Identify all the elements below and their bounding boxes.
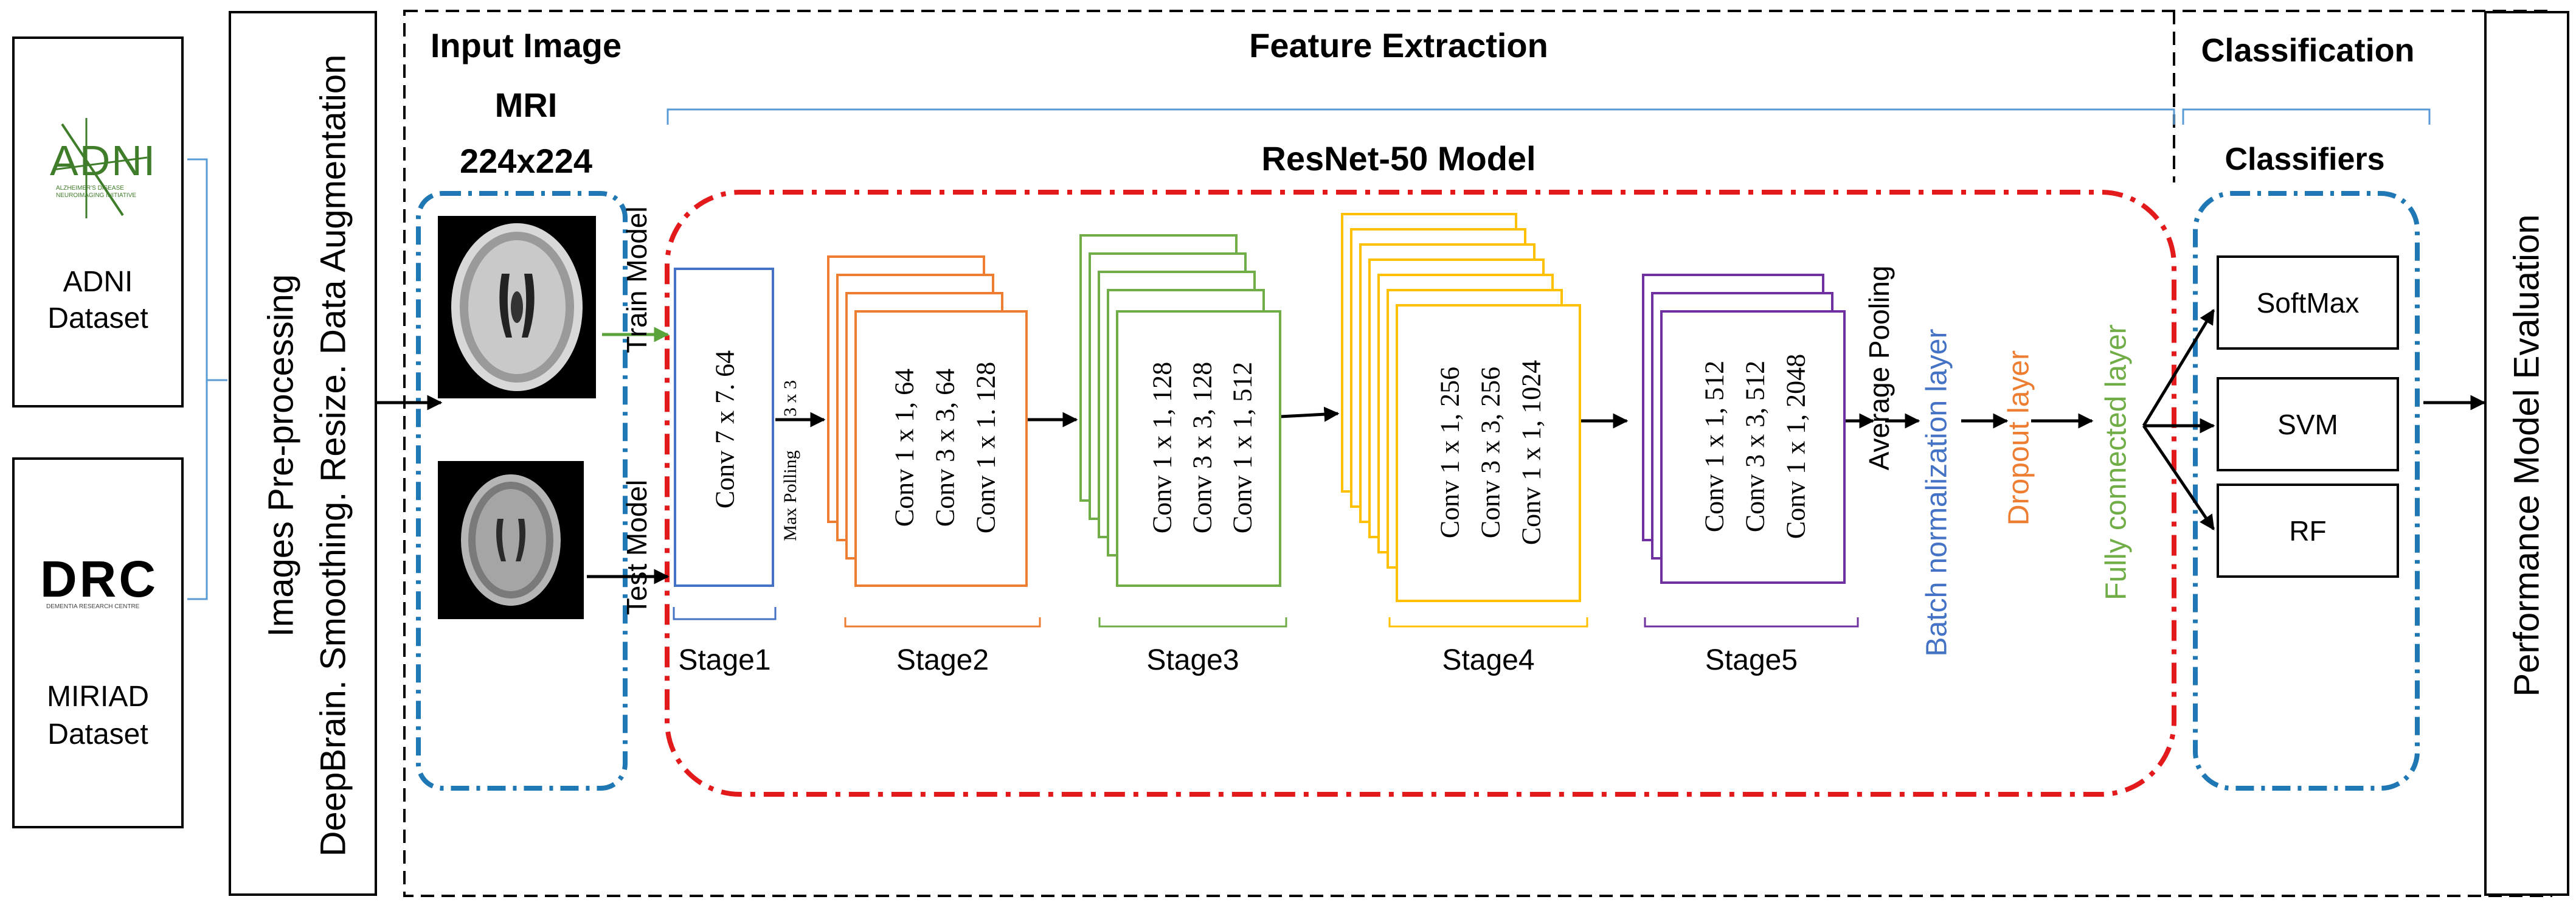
rf-classifier: RF bbox=[2217, 484, 2399, 578]
arrow-fc-to-rf bbox=[2142, 425, 2215, 531]
stage1-pool-label: Max Polling bbox=[780, 450, 800, 541]
input-title-line1: Input Image bbox=[430, 26, 622, 64]
stage5-line3: Conv 1 x 1, 2048 bbox=[1781, 353, 1811, 539]
adni-logo-text: ADNI bbox=[50, 137, 157, 184]
input-image-frame bbox=[416, 191, 628, 791]
miriad-label-line2: Dataset bbox=[47, 718, 148, 751]
brain-mri-axial-icon bbox=[438, 461, 584, 619]
stage1-conv-block: Conv 7 x 7. 64 bbox=[674, 268, 774, 587]
miriad-dataset-box: DRC DEMENTIA RESEARCH CENTRE MIRIAD Data… bbox=[12, 457, 184, 828]
stage3-bracket bbox=[1098, 617, 1287, 628]
average-pooling-label: Average Pooling bbox=[1863, 265, 1895, 471]
adni-logo bbox=[52, 118, 148, 218]
stage4-label: Stage4 bbox=[1442, 644, 1535, 676]
softmax-classifier: SoftMax bbox=[2217, 255, 2399, 350]
drc-logo: DRC bbox=[40, 550, 158, 608]
stage5-block: Conv 1 x 1, 512 Conv 3 x 3, 512 Conv 1 x… bbox=[1660, 310, 1846, 584]
stage3-label: Stage3 bbox=[1146, 644, 1239, 676]
stage5-bracket bbox=[1644, 617, 1859, 628]
stage2-line2: Conv 3 x 3, 64 bbox=[930, 368, 960, 527]
stage1-label: Stage1 bbox=[678, 644, 771, 676]
stage2-bracket bbox=[844, 617, 1041, 628]
arrow-stage3-to-4 bbox=[1279, 406, 1340, 422]
stage3-line2: Conv 3 x 3, 128 bbox=[1187, 361, 1217, 534]
adni-label-line2: Dataset bbox=[47, 302, 148, 335]
adni-dataset-box: ADNI ALZHEIMER'S DISEASE NEUROIMAGING IN… bbox=[12, 36, 184, 407]
stage3-line1: Conv 1 x 1, 128 bbox=[1147, 361, 1177, 534]
stage2-line3: Conv 1 x 1. 128 bbox=[971, 361, 1001, 534]
stage1-pool-size: 3 x 3 bbox=[780, 380, 800, 417]
classifiers-frame bbox=[2193, 191, 2420, 791]
stage5-line1: Conv 1 x 1, 512 bbox=[1699, 360, 1729, 533]
brain-mri-axial-icon bbox=[438, 216, 596, 398]
preprocessing-title: Images Pre-processing bbox=[261, 274, 301, 637]
preprocessing-box: Images Pre-processing DeepBrain. Smoothi… bbox=[229, 11, 377, 896]
stage3-block: Conv 1 x 1, 128 Conv 3 x 3, 128 Conv 1 x… bbox=[1116, 310, 1281, 587]
stage2-line1: Conv 1 x 1, 64 bbox=[889, 368, 919, 527]
stage3-line3: Conv 1 x 1, 512 bbox=[1227, 361, 1258, 534]
stage1-conv-text: Conv 7 x 7. 64 bbox=[710, 350, 740, 509]
feature-extraction-bracket bbox=[667, 108, 2175, 125]
dropout-label: Dropout layer bbox=[2003, 350, 2035, 526]
resnet-title: ResNet-50 Model bbox=[1261, 139, 1536, 178]
stage5-line2: Conv 3 x 3, 512 bbox=[1740, 360, 1770, 533]
feature-extraction-title: Feature Extraction bbox=[1249, 26, 1548, 64]
drc-logo-subtitle: DEMENTIA RESEARCH CENTRE bbox=[46, 603, 140, 610]
adni-logo-subtitle: ALZHEIMER'S DISEASE NEUROIMAGING INITIAT… bbox=[56, 185, 137, 199]
preprocessing-steps: DeepBrain. Smoothing. Resize. Data Augme… bbox=[313, 54, 353, 857]
resnet-frame bbox=[665, 190, 2176, 797]
arrow-fc-to-softmax bbox=[2142, 308, 2215, 427]
stage4-line2: Conv 3 x 3, 256 bbox=[1475, 366, 1506, 539]
evaluation-box: Performance Model Evaluation bbox=[2484, 11, 2569, 896]
stage4-line3: Conv 1 x 1, 1024 bbox=[1516, 359, 1546, 546]
stage2-block: Conv 1 x 1, 64 Conv 3 x 3, 64 Conv 1 x 1… bbox=[854, 310, 1028, 587]
fully-connected-label: Fully connected layer bbox=[2100, 324, 2133, 600]
evaluation-label: Performance Model Evaluation bbox=[2507, 214, 2547, 697]
svm-classifier: SVM bbox=[2217, 377, 2399, 471]
classification-bracket bbox=[2182, 108, 2431, 125]
stage4-line1: Conv 1 x 1, 256 bbox=[1435, 366, 1465, 539]
classification-title: Classification bbox=[2201, 32, 2415, 69]
stage4-block: Conv 1 x 1, 256 Conv 3 x 3, 256 Conv 1 x… bbox=[1396, 304, 1581, 602]
test-model-label: Test Model bbox=[621, 479, 653, 615]
stage1-bracket bbox=[673, 607, 777, 620]
stage4-bracket bbox=[1388, 617, 1588, 628]
input-title-line2: MRI bbox=[494, 86, 558, 124]
miriad-label-line1: MIRIAD bbox=[47, 681, 149, 713]
stage5-label: Stage5 bbox=[1705, 644, 1798, 676]
batch-normalization-label: Batch normalization layer bbox=[1920, 328, 1953, 657]
classifiers-title: Classifiers bbox=[2225, 142, 2385, 177]
adni-label-line1: ADNI bbox=[63, 266, 133, 298]
dataset-bracket bbox=[187, 158, 208, 600]
train-model-label: Train Model bbox=[621, 206, 653, 353]
input-title-line3: 224x224 bbox=[459, 142, 592, 180]
stage2-label: Stage2 bbox=[896, 644, 989, 676]
